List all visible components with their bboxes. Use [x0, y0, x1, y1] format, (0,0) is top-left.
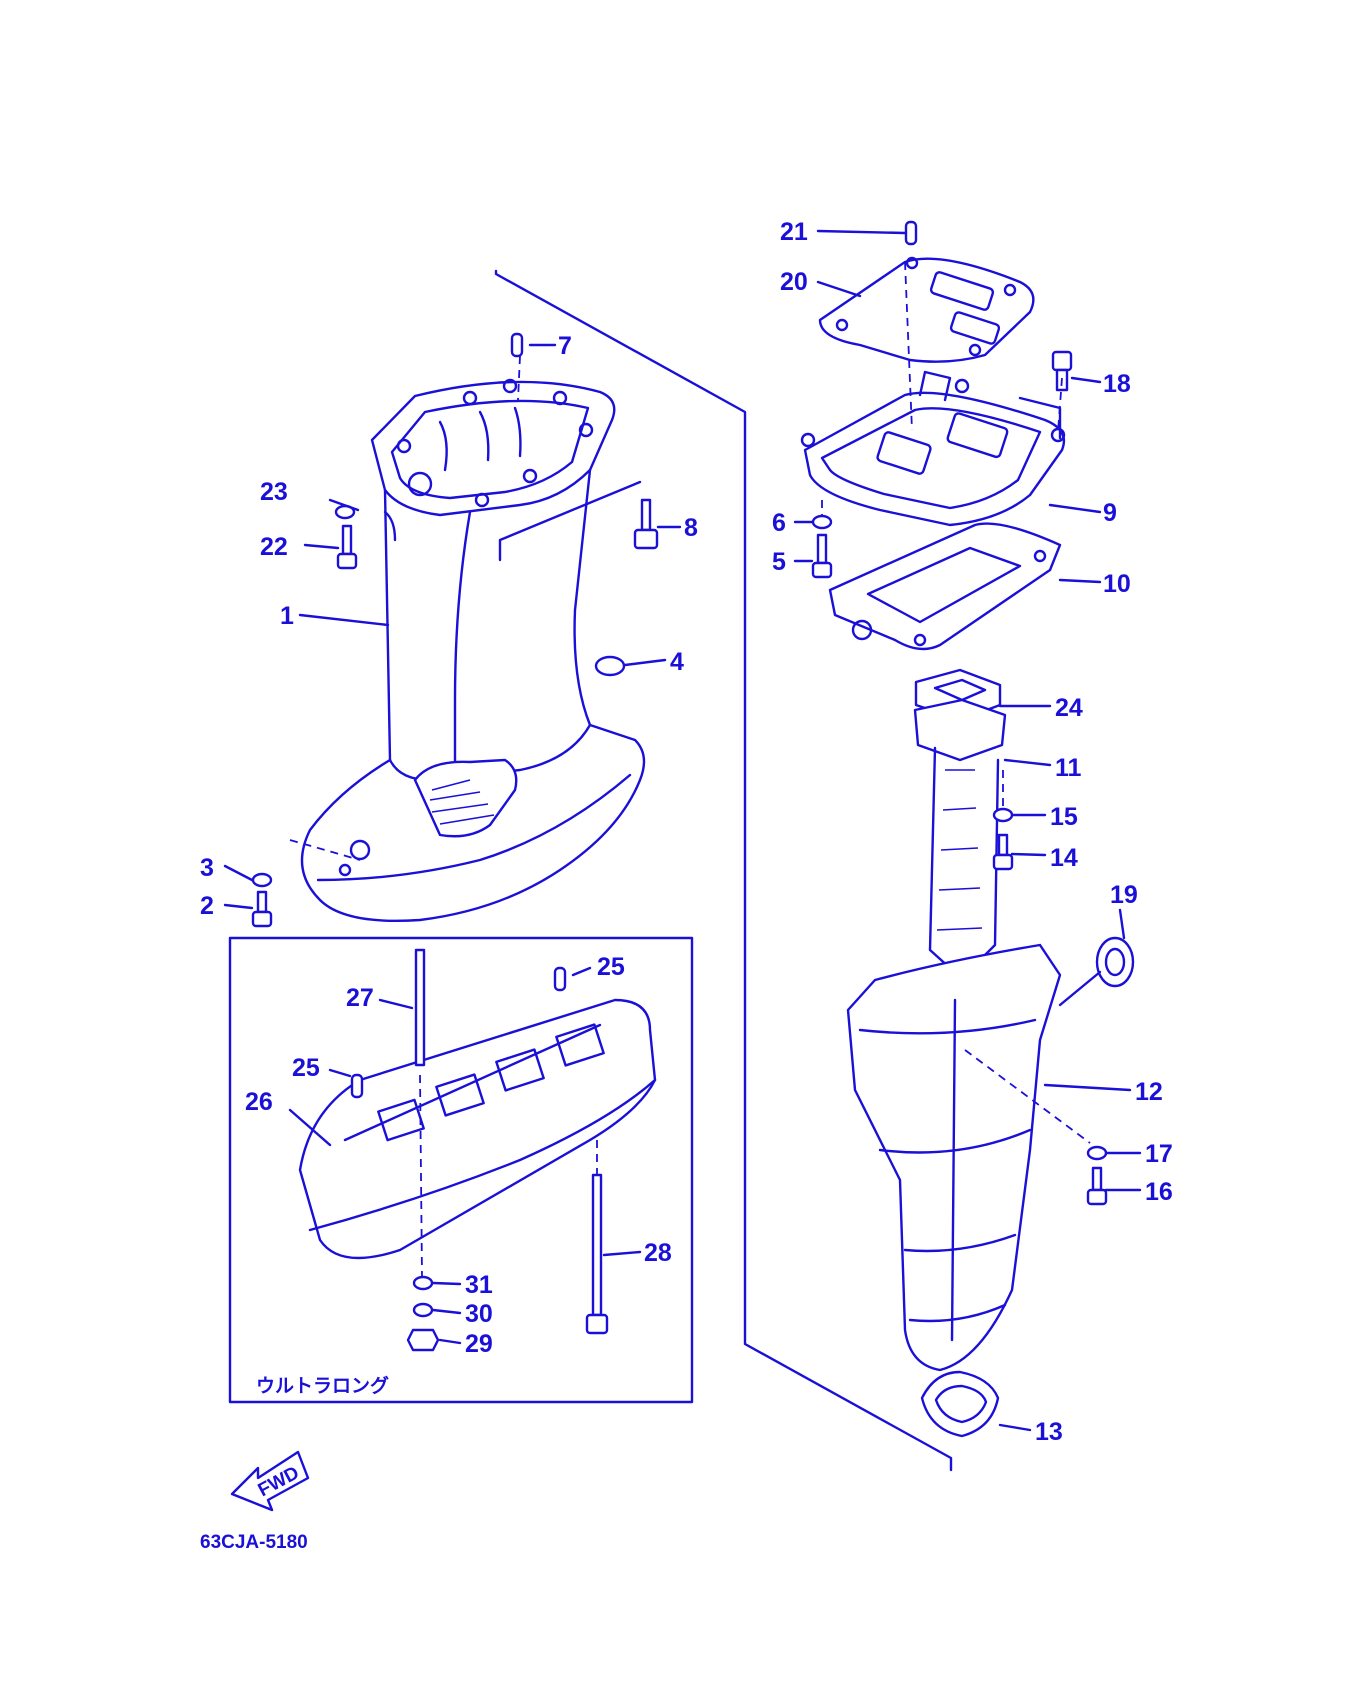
gasket-part-20	[818, 256, 1035, 363]
callout-7: 7	[558, 332, 572, 360]
callout-9: 9	[1103, 499, 1117, 527]
callout-17: 17	[1145, 1140, 1173, 1168]
callout-19: 19	[1110, 881, 1138, 909]
leader-lines	[223, 229, 1142, 1432]
callout-11: 11	[1055, 754, 1082, 782]
callout-21: 21	[780, 218, 808, 246]
inset-caption: ウルトラロング	[256, 1374, 389, 1397]
exhaust-pipe-part-11	[913, 668, 1007, 970]
grommet-part-13	[920, 1370, 1000, 1438]
callout-16: 16	[1145, 1178, 1173, 1206]
callout-3: 3	[200, 854, 214, 882]
callout-27: 27	[346, 984, 374, 1012]
callout-18: 18	[1103, 370, 1131, 398]
callout-23: 23	[260, 478, 288, 506]
callout-26: 26	[245, 1088, 273, 1116]
callout-5: 5	[772, 548, 786, 576]
callout-31: 31	[465, 1271, 493, 1299]
callout-4: 4	[670, 648, 684, 676]
inset-box	[228, 936, 694, 1404]
callout-8: 8	[684, 514, 698, 542]
callout-22: 22	[260, 533, 288, 561]
callout-25-b: 25	[292, 1054, 320, 1082]
callout-25-a: 25	[597, 953, 625, 981]
callout-28: 28	[644, 1239, 672, 1267]
callout-20: 20	[780, 268, 808, 296]
callout-2: 2	[200, 892, 214, 920]
callout-15: 15	[1050, 803, 1078, 831]
muffler-part-12	[846, 943, 1062, 1372]
gasket-part-10	[828, 522, 1062, 651]
callout-14: 14	[1050, 844, 1078, 872]
partition-outline	[494, 269, 953, 1472]
callout-labels: 21 20 18 9 10 24 11 15 14 19 12 17 16 13…	[200, 218, 1173, 1446]
callout-6: 6	[772, 509, 786, 537]
callout-24: 24	[1055, 694, 1083, 722]
callout-10: 10	[1103, 570, 1131, 598]
seal-part-19	[1095, 936, 1135, 988]
fwd-arrow: FWD	[230, 1450, 310, 1512]
callout-30: 30	[465, 1300, 493, 1328]
callout-13: 13	[1035, 1418, 1063, 1446]
callout-1: 1	[280, 602, 294, 630]
exhaust-guide-part-9	[800, 370, 1066, 527]
part-number: 63CJA-5180	[200, 1532, 308, 1553]
callout-29: 29	[465, 1330, 493, 1358]
upper-casing-part-1	[300, 378, 646, 923]
callout-12: 12	[1135, 1078, 1163, 1106]
